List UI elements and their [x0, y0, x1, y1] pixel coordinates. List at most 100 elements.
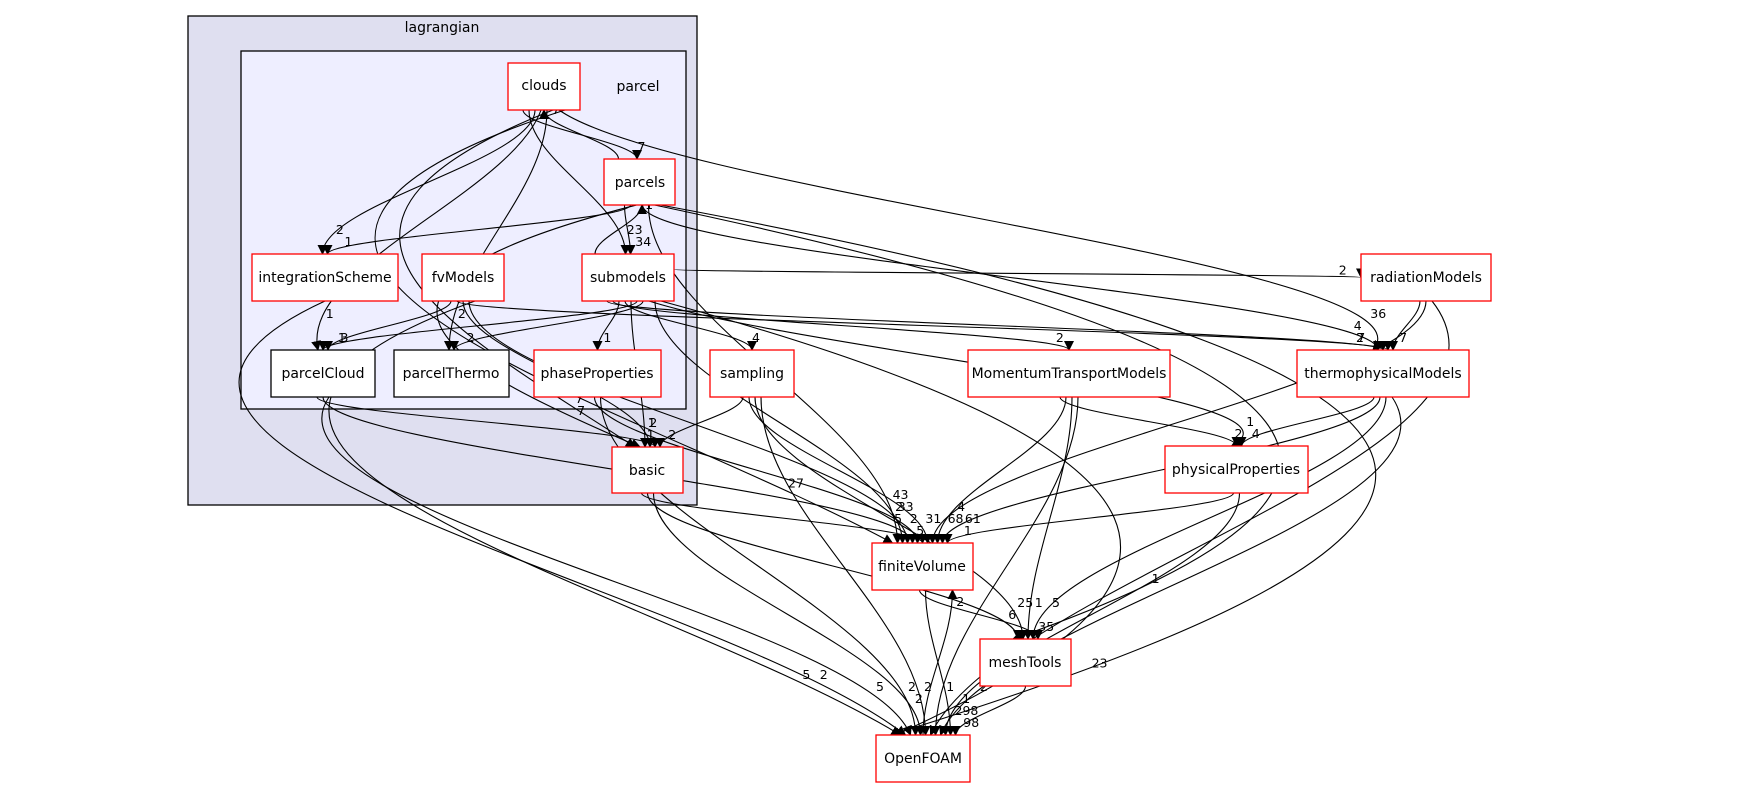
edge-submodels-to-MomentumTransportModels [612, 300, 1074, 351]
edge-label-submodels-to-thermophysicalModels: 7 [1357, 330, 1365, 345]
edge-label-MomentumTransportModels-to-physicalProperties: 2 [1235, 426, 1243, 441]
node-radiationModels[interactable]: radiationModels [1360, 253, 1492, 302]
node-thermophysicalModels-label: thermophysicalModels [1304, 366, 1461, 382]
edge-line [1023, 396, 1073, 640]
edge-clouds-to-thermophysicalModels [558, 109, 1383, 351]
node-physicalProperties-label: physicalProperties [1172, 462, 1300, 478]
node-parcelThermo-label: parcelThermo [403, 366, 500, 382]
edge-line [655, 396, 744, 448]
edge-label-meshTools-to-OpenFOAM: 98 [963, 715, 979, 730]
edge-label-clouds-to-submodels: 23 [627, 222, 643, 237]
edge-line [930, 396, 1079, 736]
edge-parcelCloud-to-basic [316, 396, 660, 448]
node-submodels[interactable]: submodels [581, 253, 675, 302]
edge-label-thermophysicalModels-to-finiteVolume: 61 [965, 511, 981, 526]
edge-label-fvModels-to-finiteVolume: 2 [895, 499, 903, 514]
edge-clouds-to-submodels [528, 109, 631, 255]
edge-line [918, 589, 1043, 640]
edge-line [654, 300, 908, 544]
edge-integrationScheme-to-OpenFOAM [238, 300, 907, 736]
edge-label-fvModels-to-thermophysicalModels: 2 [1356, 330, 1364, 345]
edge-fvModels-to-finiteVolume [468, 300, 913, 544]
edge-label-submodels-to-radiationModels: 2 [1339, 263, 1347, 278]
edge-line [932, 396, 1067, 544]
edge-clouds-to-integrationScheme [317, 109, 536, 255]
edge-line [528, 109, 631, 255]
node-MomentumTransportModels-label: MomentumTransportModels [972, 366, 1167, 382]
edge-label-phaseProperties-to-finiteVolume: 2 [910, 511, 918, 526]
node-physicalProperties[interactable]: physicalProperties [1164, 445, 1309, 494]
edge-submodels-to-parcelThermo [449, 300, 644, 351]
edge-thermophysicalModels-to-meshTools [1028, 396, 1387, 640]
node-sampling[interactable]: sampling [709, 349, 795, 398]
edge-submodels-to-finiteVolume [654, 300, 908, 544]
edge-label-parcels-to-finiteVolume: 43 [893, 487, 909, 502]
node-phaseProperties[interactable]: phaseProperties [533, 349, 662, 398]
edge-line [444, 109, 548, 351]
edge-parcels-to-thermophysicalModels [641, 204, 1383, 351]
edge-line [606, 300, 1388, 351]
edge-parcels-to-OpenFOAM [660, 204, 1377, 738]
node-MomentumTransportModels[interactable]: MomentumTransportModels [967, 349, 1171, 398]
node-parcelThermo[interactable]: parcelThermo [393, 349, 510, 398]
node-basic[interactable]: basic [611, 446, 684, 494]
node-integrationScheme[interactable]: integrationScheme [251, 253, 399, 302]
edge-label-submodels-to-basic: 2 [649, 415, 657, 430]
edge-line [558, 109, 1383, 351]
node-thermophysicalModels[interactable]: thermophysicalModels [1296, 349, 1470, 398]
node-clouds[interactable]: clouds [507, 62, 581, 111]
edge-sampling-to-meshTools [754, 396, 1028, 640]
node-parcels[interactable]: parcels [603, 158, 676, 206]
node-fvModels-label: fvModels [432, 270, 495, 286]
edge-OpenFOAM-to-finiteVolume [922, 589, 958, 736]
edge-label-submodels-to-parcelCloud: 3 [341, 330, 349, 345]
edge-line [1236, 396, 1375, 447]
edge-label-submodels-to-phaseProperties: 1 [603, 330, 611, 345]
edge-line [652, 492, 926, 736]
edge-label-clouds-to-parcelCloud: 1 [326, 306, 334, 321]
edge-label-parcels-to-meshTools: 1 [1152, 571, 1160, 586]
cluster-parcel-label: parcel [616, 79, 659, 95]
edge-line [316, 396, 660, 448]
node-meshTools-label: meshTools [989, 655, 1062, 671]
edge-line [950, 685, 1027, 736]
edge-line [311, 109, 542, 351]
edge-label-basic-to-finiteVolume: 5 [916, 523, 924, 538]
node-OpenFOAM[interactable]: OpenFOAM [875, 734, 971, 783]
node-finiteVolume[interactable]: finiteVolume [871, 542, 974, 591]
node-parcelCloud-label: parcelCloud [281, 366, 364, 382]
edge-parcels-to-meshTools [654, 204, 1282, 641]
edge-line [760, 396, 931, 736]
edge-line [599, 396, 921, 736]
edge-line [318, 300, 638, 351]
edge-label-clouds-to-integrationScheme: 2 [336, 222, 344, 237]
node-clouds-label: clouds [521, 78, 566, 94]
edge-label-parcels-to-basic: 7 [577, 403, 585, 418]
edge-line [641, 204, 1383, 351]
edge-line [1028, 396, 1387, 640]
edge-submodels-to-parcelCloud [318, 300, 638, 351]
node-sampling-label: sampling [720, 366, 784, 382]
edge-parcels-to-integrationScheme [322, 204, 632, 255]
edge-label-parcelCloud-to-finiteVolume: 5 [894, 511, 902, 526]
edge-line [673, 267, 1364, 279]
edge-line [660, 204, 1377, 738]
edge-label-fvModels-to-parcelCloud: 1 [338, 330, 346, 345]
node-fvModels[interactable]: fvModels [421, 253, 505, 302]
edge-line [754, 396, 1028, 640]
edge-line [594, 204, 647, 255]
edge-phaseProperties-to-finiteVolume [593, 396, 923, 544]
edge-label-clouds-to-finiteVolume: 27 [788, 475, 804, 490]
edge-label-sampling-to-meshTools: 25 [1017, 595, 1033, 610]
edge-label-radiationModels-to-finiteVolume: 4 [957, 499, 965, 514]
node-basic-label: basic [629, 463, 665, 479]
edge-label-finiteVolume-to-meshTools: 35 [1038, 619, 1054, 634]
edge-line [654, 204, 1282, 641]
edge-radiationModels-to-thermophysicalModels [1388, 300, 1421, 351]
edge-label-sampling-to-finiteVolume: 31 [925, 511, 941, 526]
node-parcelCloud[interactable]: parcelCloud [270, 349, 376, 398]
node-meshTools[interactable]: meshTools [979, 638, 1072, 687]
edge-sampling-to-finiteVolume [748, 396, 933, 544]
edge-line [468, 300, 913, 544]
edge-clouds-to-finiteVolume [374, 109, 894, 544]
